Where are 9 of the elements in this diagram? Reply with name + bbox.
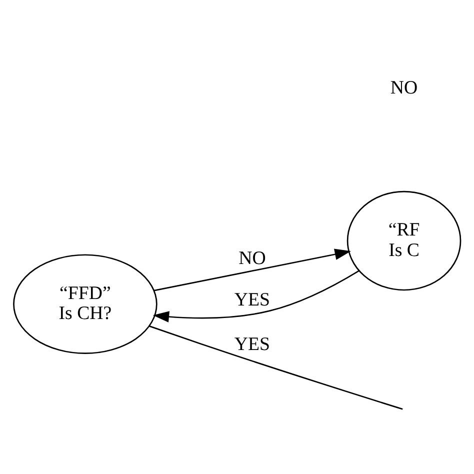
node-ellipse: “RF Is C [346,190,462,291]
node-ellipse: “FFD” Is CH? [13,254,158,354]
label: NO [390,78,418,99]
edge-label: NO [238,248,266,269]
arrow [154,248,351,292]
edge-label: YES [234,290,270,311]
arrow [152,270,360,322]
edge-label: YES [234,334,270,356]
connector [149,326,403,410]
